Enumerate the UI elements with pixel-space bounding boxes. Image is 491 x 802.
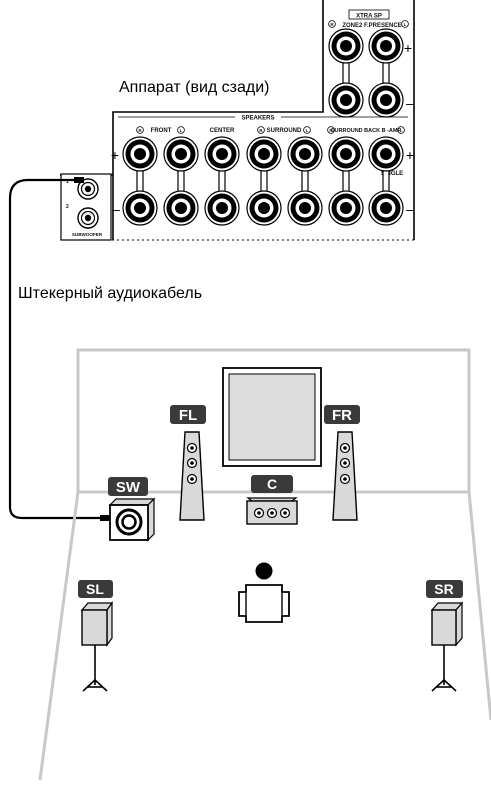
listener [238, 562, 290, 623]
terminal-col-5-plus-terminal[interactable] [287, 136, 323, 172]
presence-right-minus-terminal[interactable] [328, 82, 364, 118]
audio-cable [8, 178, 108, 520]
subwoofer-jacks: 1 2 SUBWOOFER [66, 178, 103, 237]
speaker-front-right: FR [324, 405, 360, 521]
speaker-surround-right: SR [426, 580, 464, 692]
speaker-surround-left: SL [78, 580, 114, 692]
center-label: CENTER [210, 128, 235, 134]
left-channel-marker [401, 20, 409, 28]
presence-right-plus-terminal[interactable] [328, 28, 364, 64]
speaker-center: C [246, 475, 298, 525]
tag-sr: SR [434, 581, 453, 597]
svg-text:–: – [406, 95, 414, 111]
svg-text:R: R [330, 22, 334, 27]
right-channel-marker [328, 20, 336, 28]
surround-label: SURROUND [267, 128, 302, 134]
terminal-col-4-minus-terminal[interactable] [246, 190, 282, 226]
terminal-col-5-minus-terminal[interactable] [287, 190, 323, 226]
terminal-col-6-minus-terminal[interactable] [328, 190, 364, 226]
svg-text:–: – [406, 201, 414, 217]
terminal-col-4-plus-terminal[interactable] [246, 136, 282, 172]
minus-sign: – [112, 201, 120, 217]
terminal-col-2-minus-terminal[interactable] [163, 190, 199, 226]
cable-caption: Штекерный аудиокабель [18, 285, 203, 302]
speakers-label: SPEAKERS [241, 116, 274, 122]
svg-text:L: L [400, 128, 403, 133]
speaker-subwoofer: SW [108, 477, 156, 542]
tag-fl: FL [179, 407, 197, 424]
tag-fr: FR [332, 407, 352, 424]
single-label: SINGLE [381, 171, 403, 177]
terminal-col-1-minus-terminal[interactable] [122, 190, 158, 226]
terminal-col-7-minus-terminal[interactable] [368, 190, 404, 226]
svg-text:1: 1 [66, 179, 69, 185]
terminal-col-6-plus-terminal[interactable] [328, 136, 364, 172]
svg-text:R: R [259, 128, 263, 133]
presence-left-plus-terminal[interactable] [368, 28, 404, 64]
xtra-sp-label: XTRA SP [348, 9, 390, 20]
svg-text:+: + [404, 40, 412, 56]
svg-text:L: L [404, 22, 407, 27]
tag-sw: SW [116, 479, 141, 496]
zone2-presence-label: ZONE2 F.PRESENCE [342, 23, 401, 29]
terminal-col-3-plus-terminal[interactable] [204, 136, 240, 172]
tag-c: C [267, 476, 277, 492]
terminal-col-2-plus-terminal[interactable] [163, 136, 199, 172]
subwoofer-label: SUBWOOFER [72, 232, 103, 237]
svg-text:XTRA SP: XTRA SP [356, 14, 382, 20]
television [222, 367, 322, 467]
rear-view-caption: Аппарат (вид сзади) [119, 79, 270, 96]
tag-sl: SL [86, 581, 104, 597]
speaker-front-left: FL [170, 405, 206, 521]
terminal-col-1-plus-terminal[interactable] [122, 136, 158, 172]
svg-text:R: R [329, 128, 333, 133]
rear-panel: XTRA SP R ZONE2 F.PRESENCE L SPEAKERS R … [60, 0, 415, 241]
speaker-terminals [122, 28, 404, 226]
plus-sign: + [111, 147, 119, 163]
presence-left-minus-terminal[interactable] [368, 82, 404, 118]
svg-text:L: L [180, 128, 183, 133]
svg-text:L: L [306, 128, 309, 133]
svg-text:2: 2 [66, 204, 69, 210]
terminal-col-7-plus-terminal[interactable] [368, 136, 404, 172]
svg-text:+: + [406, 147, 414, 163]
svg-text:R: R [138, 128, 142, 133]
surround-back-label: SURROUND BACK B -AMP [331, 128, 402, 134]
terminal-col-3-minus-terminal[interactable] [204, 190, 240, 226]
front-label: FRONT [151, 128, 172, 134]
